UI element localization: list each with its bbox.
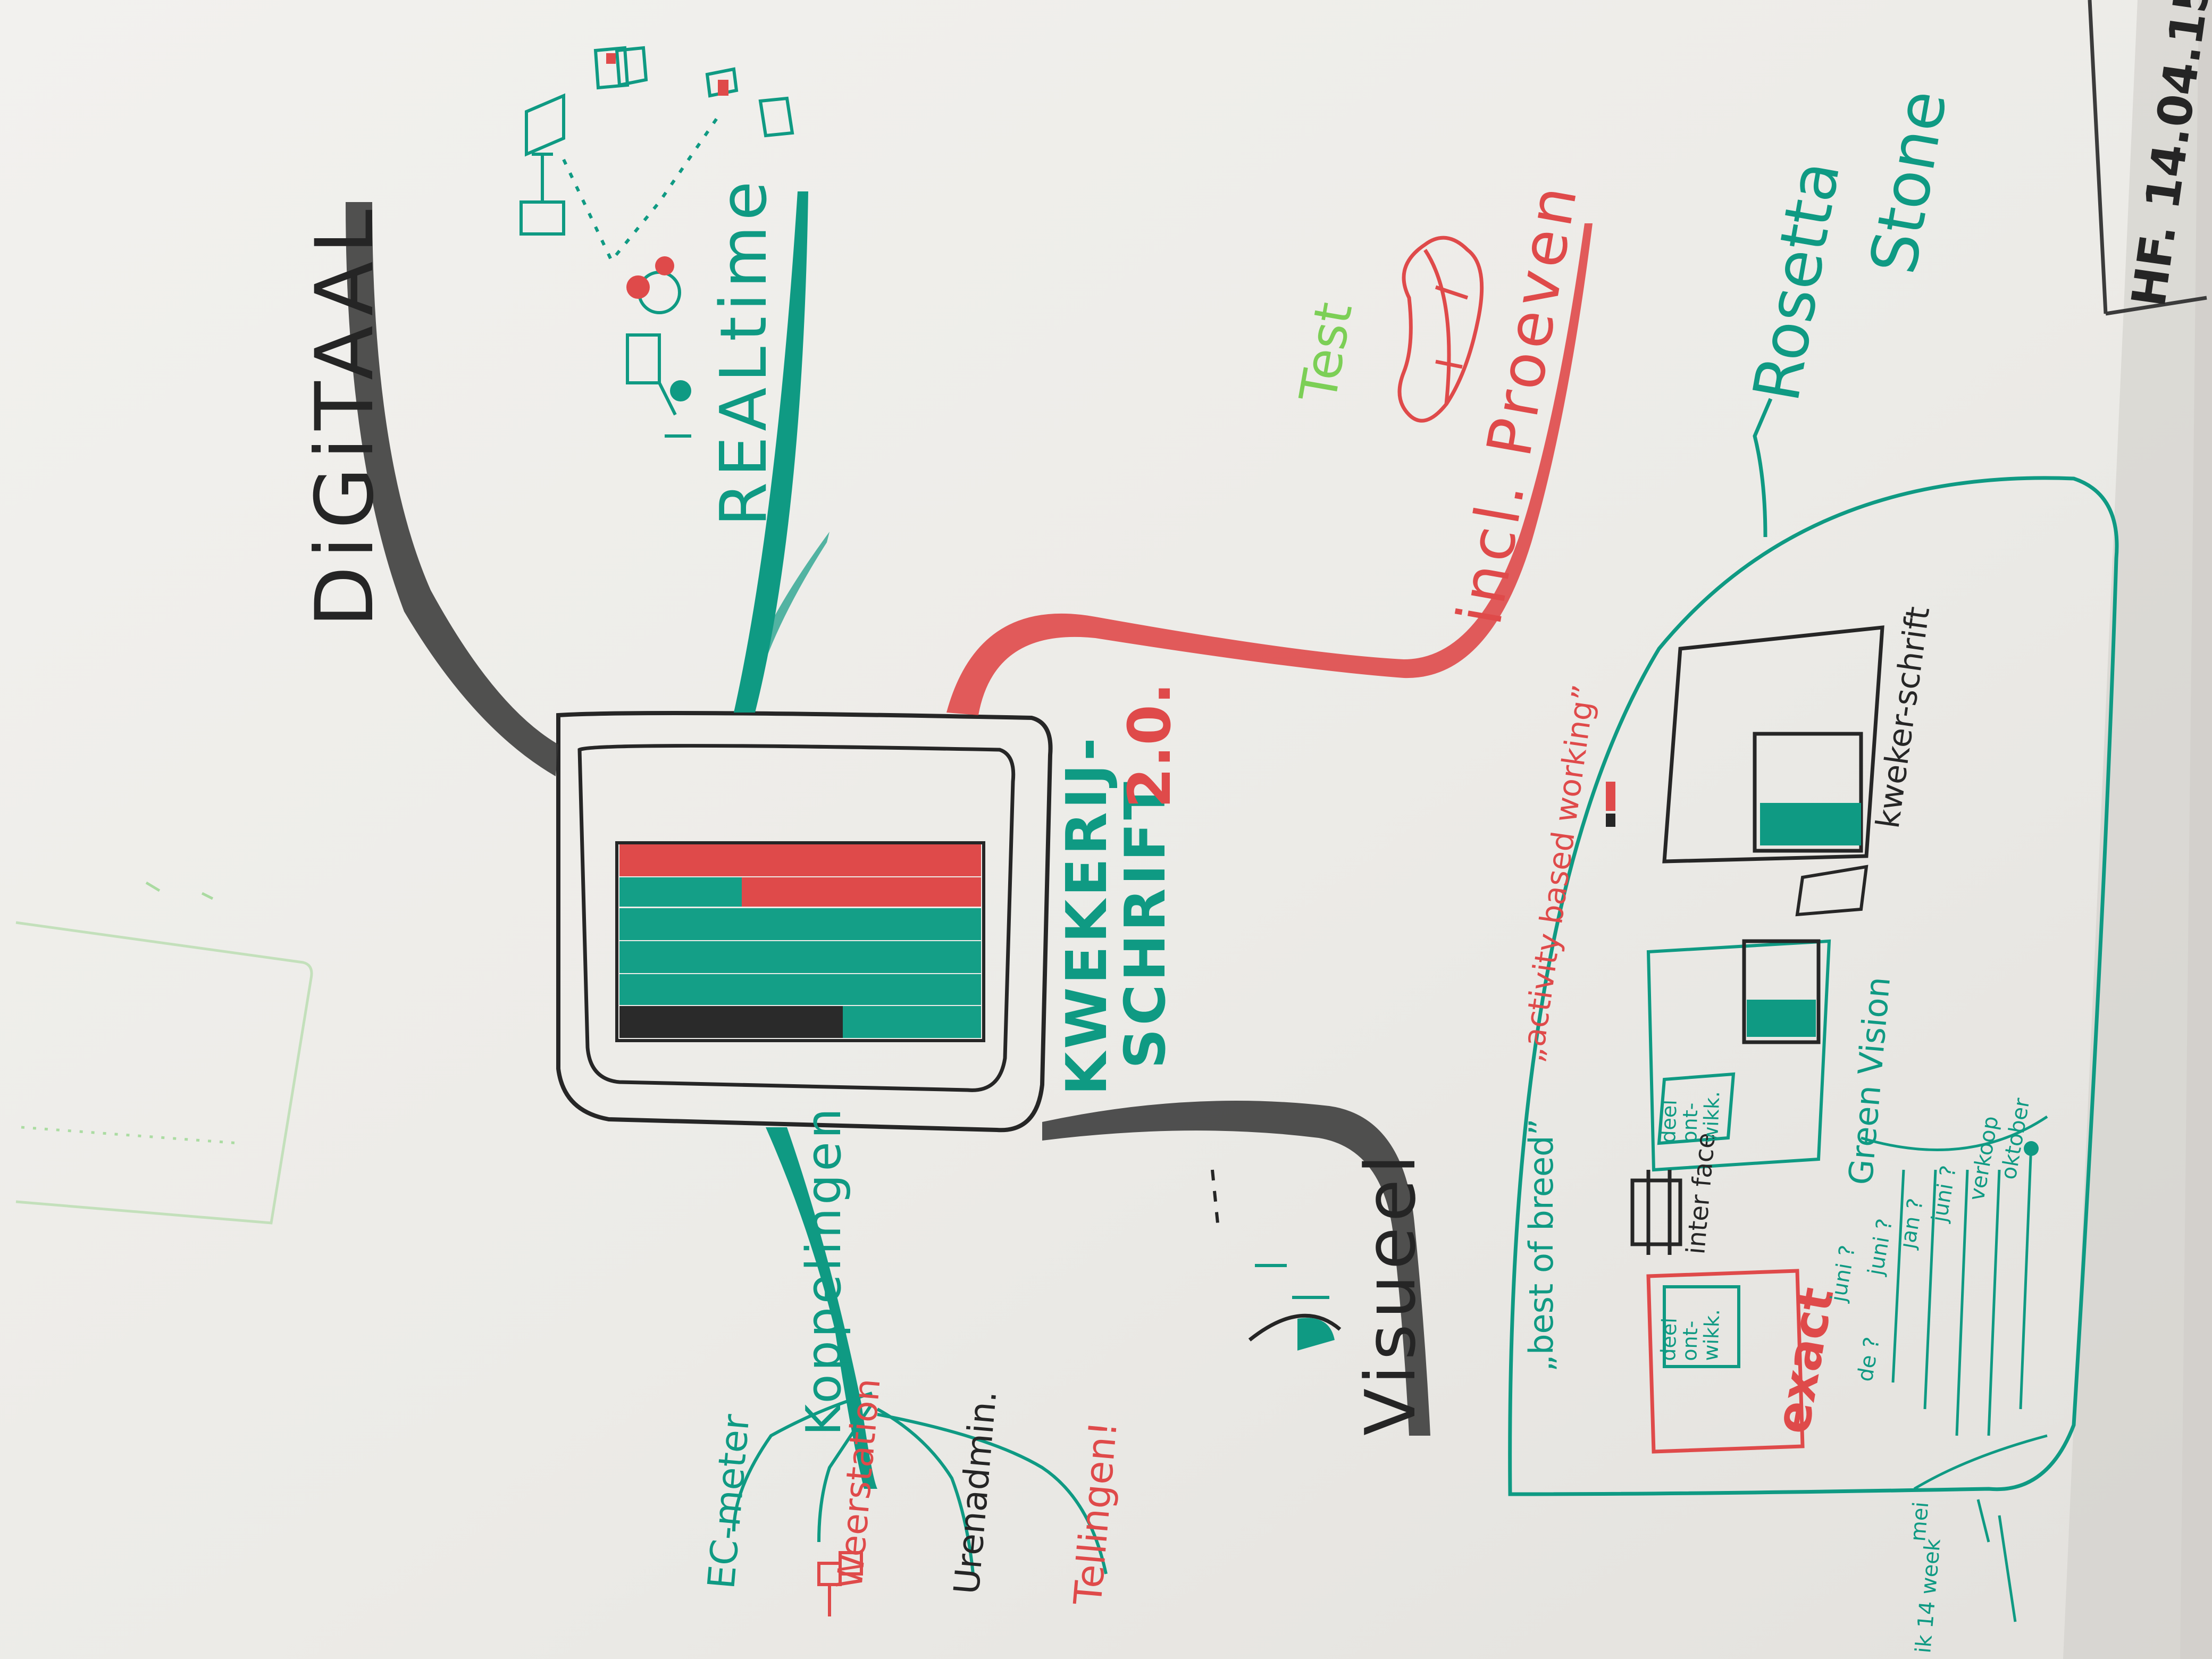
central-screen: [556, 711, 1053, 1133]
weerstation-icon: [817, 1551, 863, 1616]
label-digitaal: DiGiTAAL: [299, 202, 391, 627]
label-realtime: REALtime: [707, 176, 781, 526]
bottom-enclosure: [1508, 476, 2119, 1496]
screen-bar-green-1: [619, 877, 742, 907]
screen-chart-frame: [615, 841, 985, 1042]
screen-bar-red-2: [742, 877, 981, 907]
plant-timeline-dot: [2024, 1141, 2039, 1156]
label-ont-exact: ont-: [1678, 1320, 1703, 1361]
title-line-2: SCHRIFT: [1113, 778, 1178, 1069]
title-line-1: KWEKERIJ-: [1054, 734, 1119, 1095]
branch-koppelingen: [766, 1127, 877, 1489]
screen-bar-green-3: [619, 941, 981, 973]
label-wikk-exact: wikk.: [1699, 1309, 1724, 1361]
screen-bar-black: [619, 1006, 843, 1038]
rosetta-arrow: [1753, 398, 1773, 538]
label-ont-green: ont-: [1678, 1102, 1703, 1143]
koppelingen-subbranches: [732, 1392, 1108, 1574]
plant-timeline: [1861, 1115, 2048, 1622]
screen-bar-green-5: [843, 1006, 981, 1038]
right-shadow: [2063, 0, 2212, 1659]
label-deel-exact: deel: [1656, 1317, 1681, 1361]
kwekerschrift-window: [1606, 625, 1884, 864]
lips-icon: [1397, 236, 1484, 423]
eye-icon: [1211, 1169, 1342, 1351]
screen-bar-green-2: [619, 908, 981, 940]
bleed-through-dots: [21, 1126, 240, 1145]
label-best-of-breed: „best of breed”: [1522, 1118, 1561, 1372]
label-visueel: Visueel: [1350, 1150, 1431, 1436]
branch-visueel: [1042, 1101, 1430, 1436]
exact-box: [1646, 1269, 1805, 1454]
bleed-through-marks: [145, 881, 214, 900]
label-wikk-green: wikk.: [1699, 1091, 1724, 1143]
label-koppelingen: Koppelingen: [796, 1105, 852, 1436]
interface-box: [1630, 1170, 1682, 1255]
realtime-network-sketch: [520, 46, 794, 438]
screen-bar-red: [619, 844, 981, 876]
label-deel-green: deel: [1656, 1099, 1681, 1143]
date-box: [2088, 0, 2207, 316]
branch-digitaal: [346, 202, 558, 776]
plant-note: mei: [1906, 1501, 1933, 1542]
bleed-through-frame: [15, 921, 313, 1225]
title-version: 2.0.: [1116, 682, 1184, 808]
realtime-node-dot: [670, 380, 691, 401]
branch-realtime: [734, 191, 808, 713]
green-vision-window: [1646, 865, 1869, 1172]
central-title: KWEKERIJ- SCHRIFT 2.0.: [1054, 682, 1184, 1095]
realtime-red-accents: [606, 53, 728, 299]
screen-bar-green-4: [619, 974, 981, 1005]
